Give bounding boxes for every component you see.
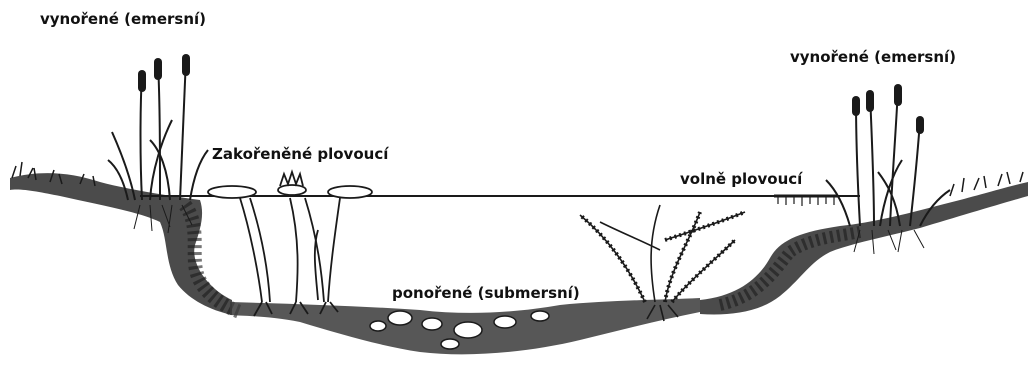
rooted-floating-plants bbox=[208, 172, 372, 316]
free-floating-plants bbox=[774, 196, 838, 206]
left-bank-ground bbox=[10, 173, 232, 315]
label-rooted-floating: Zakořeněné plovoucí bbox=[212, 145, 388, 163]
label-emergent-right: vynořené (emersní) bbox=[790, 48, 956, 66]
pond-soil-profile bbox=[10, 173, 1028, 354]
label-emergent-left: vynořené (emersní) bbox=[40, 10, 206, 28]
label-submerged: ponořené (submersní) bbox=[392, 284, 580, 302]
cattails-left bbox=[108, 54, 208, 200]
label-free-floating: volně plovoucí bbox=[680, 170, 802, 188]
